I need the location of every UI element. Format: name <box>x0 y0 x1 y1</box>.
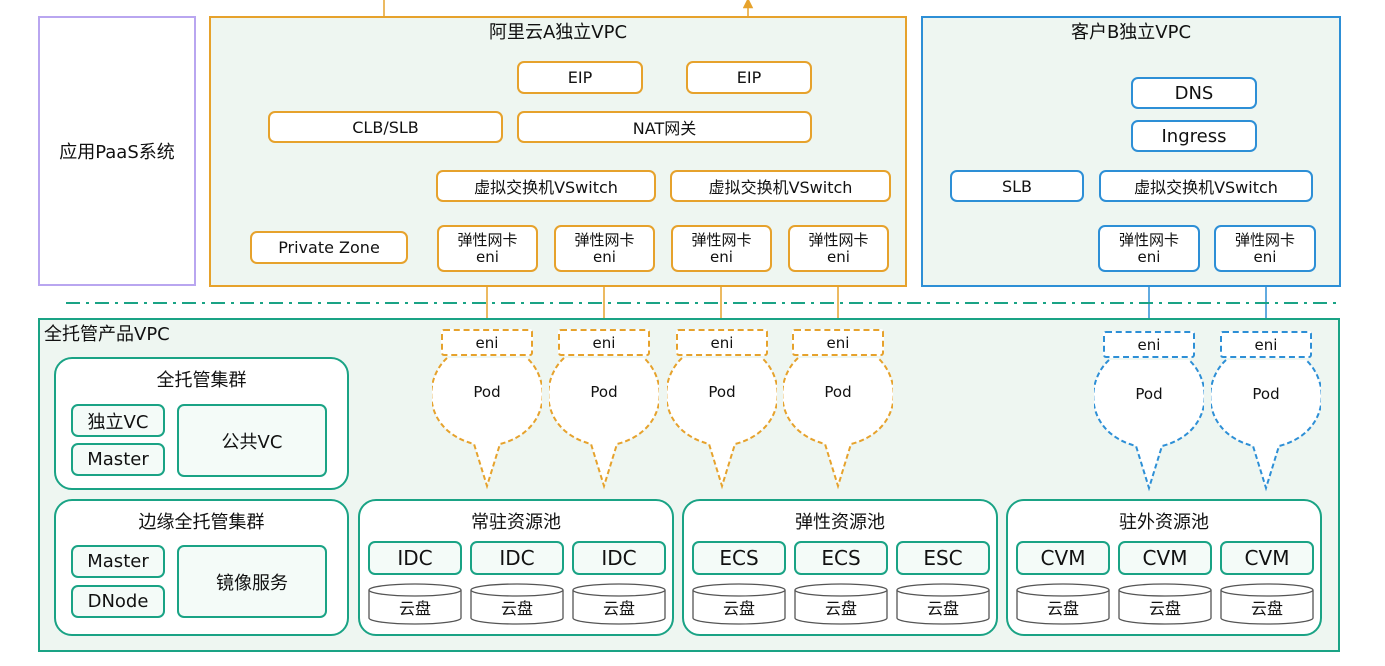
compute-node-box[interactable]: ECS <box>692 541 786 575</box>
master-box[interactable]: Master <box>71 443 165 476</box>
pod-label: Pod <box>473 383 501 401</box>
compute-node-box[interactable]: CVM <box>1016 541 1110 575</box>
managed-cluster-title: 全托管集群 <box>156 370 247 391</box>
resource-pool-title: 常驻资源池 <box>471 512 561 533</box>
vpc-b-vswitch-box[interactable]: 虚拟交换机VSwitch <box>1099 170 1313 202</box>
pod-shape[interactable] <box>432 356 542 491</box>
compute-node-box[interactable]: IDC <box>470 541 564 575</box>
paas-system-box: 应用PaaS系统 <box>38 16 196 286</box>
compute-node-box[interactable]: IDC <box>368 541 462 575</box>
edge-master-box[interactable]: Master <box>71 545 165 578</box>
disk-icon <box>794 583 888 625</box>
disk-icon <box>572 583 666 625</box>
vpc-a-eni-card[interactable]: 弹性网卡 eni <box>437 225 538 272</box>
dns-box[interactable]: DNS <box>1131 77 1257 109</box>
eni-card-label: 弹性网卡 <box>691 230 752 249</box>
pod-eni-box[interactable]: eni <box>792 329 884 356</box>
eni-card-sub: eni <box>476 247 499 266</box>
pod-eni-box[interactable]: eni <box>558 329 650 356</box>
paas-label: 应用PaaS系统 <box>59 142 175 163</box>
vpc-a-eni-card[interactable]: 弹性网卡 eni <box>788 225 889 272</box>
edge-cluster-title: 边缘全托管集群 <box>138 512 265 533</box>
pod-label: Pod <box>708 383 736 401</box>
slb-box[interactable]: SLB <box>950 170 1084 202</box>
disk-label: 云盘 <box>602 599 635 618</box>
clb-slb-box[interactable]: CLB/SLB <box>268 111 503 143</box>
resource-pool-title: 弹性资源池 <box>795 512 885 533</box>
eni-card-sub: eni <box>593 247 616 266</box>
disk-label: 云盘 <box>1148 599 1181 618</box>
pod-label: Pod <box>1135 385 1163 403</box>
private-zone-box[interactable]: Private Zone <box>250 231 408 264</box>
disk-icon <box>368 583 462 625</box>
disk-label: 云盘 <box>1046 599 1079 618</box>
disk-label: 云盘 <box>500 599 533 618</box>
compute-node-box[interactable]: CVM <box>1118 541 1212 575</box>
disk-icon <box>1220 583 1314 625</box>
compute-node-box[interactable]: CVM <box>1220 541 1314 575</box>
vpc-a-eni-card[interactable]: 弹性网卡 eni <box>671 225 772 272</box>
disk-label: 云盘 <box>824 599 857 618</box>
dnode-box[interactable]: DNode <box>71 585 165 618</box>
vpc-b-eni-card[interactable]: 弹性网卡 eni <box>1214 225 1316 272</box>
eip-box-1[interactable]: EIP <box>517 61 643 94</box>
eni-card-label: 弹性网卡 <box>1234 230 1295 249</box>
eni-card-label: 弹性网卡 <box>574 230 635 249</box>
eni-card-sub: eni <box>1253 247 1277 266</box>
eni-card-sub: eni <box>710 247 733 266</box>
disk-label: 云盘 <box>1250 599 1283 618</box>
pod-eni-box[interactable]: eni <box>1103 331 1195 358</box>
compute-node-box[interactable]: ESC <box>896 541 990 575</box>
vpc-b-title: 客户B独立VPC <box>1070 22 1192 43</box>
pod-shape[interactable] <box>667 356 777 491</box>
pod-shape[interactable] <box>549 356 659 491</box>
disk-icon <box>470 583 564 625</box>
resource-pool-title: 驻外资源池 <box>1119 512 1209 533</box>
eni-card-label: 弹性网卡 <box>808 230 869 249</box>
eni-card-label: 弹性网卡 <box>1118 230 1179 249</box>
ingress-box[interactable]: Ingress <box>1131 120 1257 152</box>
pod-label: Pod <box>590 383 618 401</box>
eni-card-sub: eni <box>1137 247 1161 266</box>
disk-label: 云盘 <box>722 599 755 618</box>
vswitch-box-2[interactable]: 虚拟交换机VSwitch <box>670 170 891 202</box>
mirror-service-box[interactable]: 镜像服务 <box>177 545 327 618</box>
eip-box-2[interactable]: EIP <box>686 61 812 94</box>
compute-node-box[interactable]: ECS <box>794 541 888 575</box>
disk-label: 云盘 <box>926 599 959 618</box>
pod-eni-box[interactable]: eni <box>441 329 533 356</box>
eni-card-label: 弹性网卡 <box>457 230 518 249</box>
pod-shape[interactable] <box>1094 358 1204 493</box>
pod-shape[interactable] <box>783 356 893 491</box>
disk-icon <box>1118 583 1212 625</box>
pod-label: Pod <box>1252 385 1280 403</box>
vswitch-box-1[interactable]: 虚拟交换机VSwitch <box>436 170 656 202</box>
eni-card-sub: eni <box>827 247 850 266</box>
vpc-a-title: 阿里云A独立VPC <box>488 22 628 43</box>
pod-eni-box[interactable]: eni <box>676 329 768 356</box>
managed-vpc-title: 全托管产品VPC <box>44 324 170 345</box>
compute-node-box[interactable]: IDC <box>572 541 666 575</box>
pod-shape[interactable] <box>1211 358 1321 493</box>
vpc-b-eni-card[interactable]: 弹性网卡 eni <box>1098 225 1200 272</box>
public-vc-box[interactable]: 公共VC <box>177 404 327 477</box>
disk-icon <box>1016 583 1110 625</box>
pod-label: Pod <box>824 383 852 401</box>
disk-icon <box>896 583 990 625</box>
independent-vc-box[interactable]: 独立VC <box>71 404 165 437</box>
disk-label: 云盘 <box>398 599 431 618</box>
vpc-a-eni-card[interactable]: 弹性网卡 eni <box>554 225 655 272</box>
disk-icon <box>692 583 786 625</box>
pod-eni-box[interactable]: eni <box>1220 331 1312 358</box>
nat-gateway-box[interactable]: NAT网关 <box>517 111 812 143</box>
